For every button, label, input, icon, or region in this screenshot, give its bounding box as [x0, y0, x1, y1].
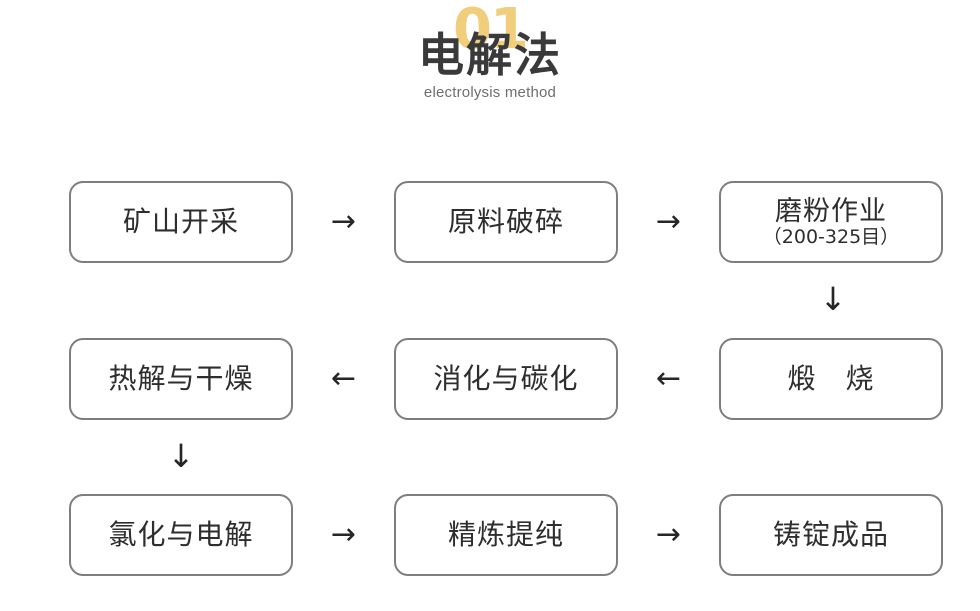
flow-node-label: 煅 烧: [787, 362, 875, 395]
arrow-right-icon: →: [655, 204, 682, 239]
flow-node-label: 原料破碎: [447, 205, 564, 238]
flow-node-label: 铸锭成品: [772, 518, 889, 551]
flow-node-label: 热解与干燥: [108, 362, 254, 395]
flow-node-sublabel: （200-325目）: [762, 225, 900, 248]
flow-node-calcination[interactable]: 煅 烧: [719, 338, 943, 420]
page-subtitle: electrolysis method: [423, 84, 557, 101]
flow-node-grinding[interactable]: 磨粉作业 （200-325目）: [719, 181, 943, 263]
flow-node-digestion-carbonization[interactable]: 消化与碳化: [394, 338, 618, 420]
flow-node-label: 消化与碳化: [433, 362, 579, 395]
flow-row-2: 热解与干燥 ← 消化与碳化 ← 煅 烧: [69, 338, 943, 420]
flow-row-3: 氯化与电解 → 精炼提纯 → 铸锭成品: [69, 494, 943, 576]
flow-node-chlorination-electrolysis[interactable]: 氯化与电解: [69, 494, 293, 576]
arrow-down-icon: ↓: [819, 280, 847, 318]
page-header: 01 电解法 electrolysis method: [0, 0, 980, 120]
arrow-right-icon: →: [330, 204, 357, 239]
process-flow-diagram: 矿山开采 → 原料破碎 → 磨粉作业 （200-325目） ↓ 热解与干燥 ← …: [69, 181, 943, 576]
flow-node-mining[interactable]: 矿山开采: [69, 181, 293, 263]
step-number-badge: 01: [453, 0, 529, 62]
flow-row-1: 矿山开采 → 原料破碎 → 磨粉作业 （200-325目）: [69, 181, 943, 263]
flow-node-label: 矿山开采: [122, 205, 239, 238]
flow-node-raw-material-crushing[interactable]: 原料破碎: [394, 181, 618, 263]
flow-node-ingot-product[interactable]: 铸锭成品: [719, 494, 943, 576]
flow-node-label: 磨粉作业: [775, 195, 887, 227]
arrow-left-icon: ←: [655, 361, 682, 396]
arrow-down-icon: ↓: [167, 437, 195, 475]
arrow-left-icon: ←: [330, 361, 357, 396]
arrow-right-icon: →: [655, 517, 682, 552]
arrow-right-icon: →: [330, 517, 357, 552]
flow-node-label: 精炼提纯: [447, 518, 564, 551]
flow-node-refining-purification[interactable]: 精炼提纯: [394, 494, 618, 576]
flow-node-label: 氯化与电解: [108, 518, 254, 551]
flow-node-pyrolysis-drying[interactable]: 热解与干燥: [69, 338, 293, 420]
page-title: 电解法: [418, 28, 562, 82]
header-title-stack: 01 电解法 electrolysis method: [340, 0, 640, 118]
